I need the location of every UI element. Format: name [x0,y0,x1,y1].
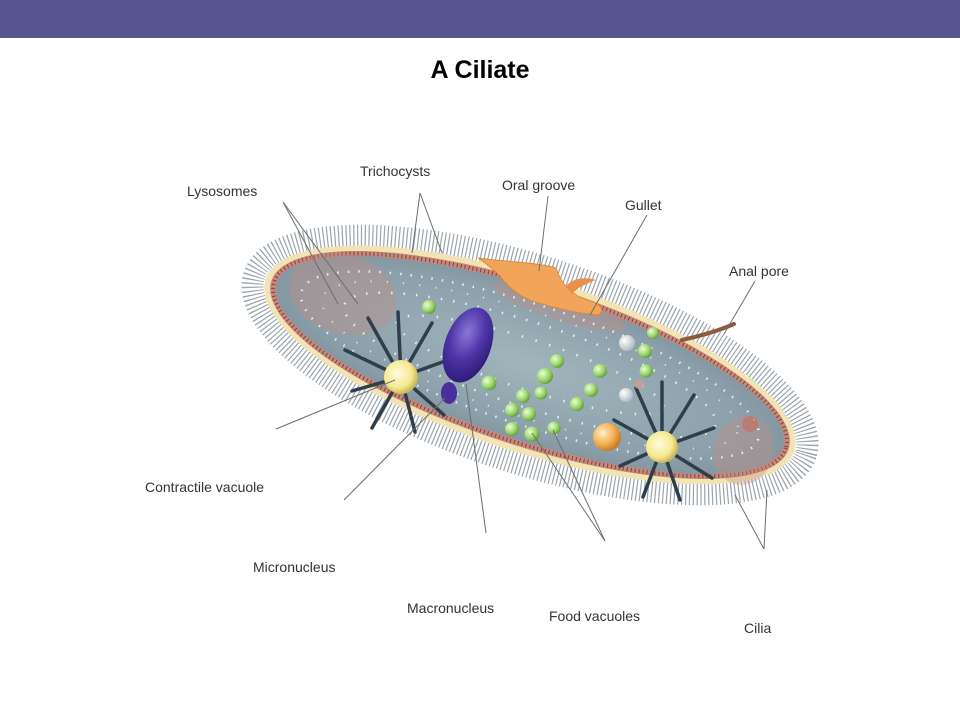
vacuole-white [619,335,635,351]
cytoplasm [275,256,785,474]
label-gullet: Gullet [625,197,662,213]
label-oral-groove: Oral groove [502,177,575,193]
gullet [566,278,596,294]
label-food-vacuoles: Food vacuoles [549,608,640,624]
ciliate-body [241,224,819,506]
contractile-vacuole-right [612,380,716,502]
label-trichocysts: Trichocysts [360,163,430,179]
contractile-vacuole-left [343,310,450,434]
slide-title: A Ciliate [430,56,530,84]
label-anal-pore: Anal pore [729,263,789,279]
cytoplasm-granules [299,270,761,460]
macronucleus [442,307,494,383]
micronucleus [441,382,457,404]
label-cilia: Cilia [744,620,771,636]
label-contractile-vacuole: Contractile vacuole [145,479,264,495]
cilia-fringe [241,224,819,506]
oral-groove [477,257,603,316]
label-micronucleus: Micronucleus [253,559,335,575]
label-macronucleus: Macronucleus [407,600,494,616]
leader-lines [275,192,768,550]
food-vacuoles [422,300,659,442]
vacuole-orange [593,423,621,451]
anal-pore [680,322,736,342]
label-lysosomes: Lysosomes [187,183,257,199]
top-bar [0,0,960,38]
trichocyst-zone [289,252,397,336]
